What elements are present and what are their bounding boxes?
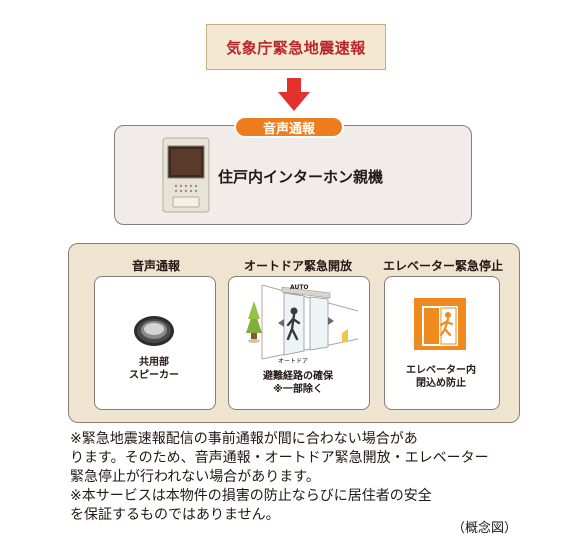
earthquake-alert-box: 気象庁緊急地震速報 <box>206 24 386 70</box>
footnote-line-4: ※本サービスは本物件の損害の防止ならびに居住者の安全 <box>70 488 432 504</box>
ceiling-speaker-icon <box>134 316 174 346</box>
footnote-line-5: を保証するものではありません。 <box>70 507 280 523</box>
voice-notification-badge-label: 音声通報 <box>262 121 315 137</box>
speaker-label-line2: スピーカー <box>129 370 179 381</box>
auto-door-illustration-icon <box>246 284 359 360</box>
concept-diagram-caption: （概念図） <box>452 521 518 536</box>
earthquake-alert-title: 気象庁緊急地震速報 <box>226 38 366 57</box>
speaker-label-line1: 共用部 <box>139 357 169 368</box>
footnote-line-1: ※緊急地震速報配信の事前通報が間に合わない場合があ <box>70 431 418 447</box>
service-title-voice: 音声通報 <box>131 259 180 273</box>
autodoor-label-line2: ※一部除く <box>273 384 323 395</box>
down-arrow-icon <box>278 78 310 111</box>
service-title-autodoor: オートドア緊急開放 <box>243 259 352 273</box>
footnote-line-2: ります。そのため、音声通報・オートドア緊急開放・エレベーター <box>70 450 489 466</box>
autodoor-label-line1: 避難経路の確保 <box>263 371 333 382</box>
elevator-label-line2: 閉込め防止 <box>416 378 466 389</box>
intercom-label: 住戸内インターホン親機 <box>218 168 384 186</box>
elevator-exit-icon <box>414 298 466 350</box>
footnote-line-3: 緊急停止が行われない場合があります。 <box>70 469 320 485</box>
auto-door-tag: AUTO <box>290 284 309 291</box>
voice-notification-badge: 音声通報 <box>234 116 344 138</box>
auto-door-caption: オートドア <box>278 358 309 365</box>
elevator-label-line1: エレベーター内 <box>406 365 476 376</box>
service-title-elevator: エレベーター緊急停止 <box>382 259 503 273</box>
intercom-device-icon <box>162 137 210 213</box>
